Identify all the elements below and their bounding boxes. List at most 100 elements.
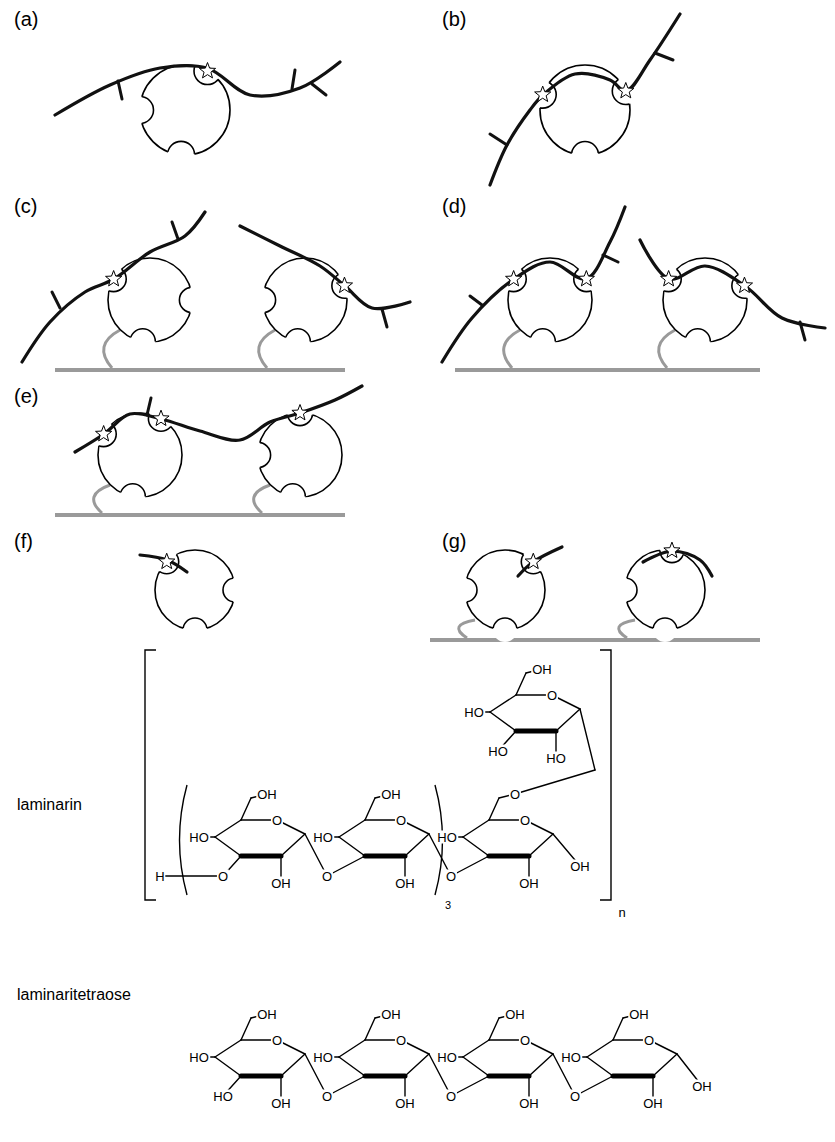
binding-cleft-cover [501,266,526,291]
protein-domain [656,258,757,354]
binding-site-star [96,426,112,441]
chain-branch [490,134,507,145]
chemical-bond [516,673,526,695]
chemical-bond [405,834,429,856]
atom-label: OH [256,788,278,801]
binding-cleft-cover [223,578,247,602]
atom-label: HO [312,831,334,844]
atom-label: OH [380,788,402,801]
protein-domain [245,400,342,509]
binding-cleft-cover [685,329,710,354]
panel-label: (f) [12,530,35,552]
chemical-bond [241,854,281,859]
binding-site-star [159,553,175,568]
glucan-chain [640,240,825,328]
binding-site-star [736,277,752,292]
chemical-bond [489,1074,529,1079]
binding-site-star [106,271,122,286]
binding-cleft-cover [245,442,270,467]
chemical-bond [515,770,595,794]
atom-label: O [217,870,229,883]
binding-cleft-cover [653,618,677,642]
chemical-bond [365,798,375,820]
chain-branch [147,398,151,415]
binding-cleft-cover [194,58,221,85]
atom-label: O [519,1034,531,1047]
protein-domain [155,550,247,642]
atom-label: O [445,870,457,883]
binding-site-star [578,271,594,286]
binding-cleft [453,578,477,602]
atom-label: O [271,1034,283,1047]
binding-cleft [280,484,305,509]
binding-cleft [572,142,599,169]
glucan-chain [490,14,680,185]
binding-cleft [653,618,677,642]
binding-cleft [285,329,310,354]
protein-domain [101,258,205,354]
binding-site-star [506,271,522,286]
panel-label: (e) [12,385,40,407]
binding-cleft-cover [250,287,275,312]
chain-branch [172,222,178,239]
atom-label: HO [545,752,567,765]
binding-cleft-cover [280,484,305,509]
linker [259,330,275,368]
atom-label: OH [380,1008,402,1021]
atom-label: O [643,1034,655,1047]
protein-domain [529,65,639,169]
glucan-chain [518,547,562,576]
atom-label: OH [531,663,553,676]
binding-cleft [127,97,154,124]
linker [459,620,475,638]
atom-label: HO [188,1051,210,1064]
chain-branch [470,296,482,305]
atom-label: O [395,1034,407,1047]
chemical-bond [653,1054,677,1076]
chemical-bond [613,1074,653,1079]
atom-label: H [154,870,165,883]
linker [619,620,635,638]
chemical-bond [215,1057,241,1076]
binding-site-star [525,553,541,568]
binding-cleft [287,400,312,425]
panel-label: (b) [440,8,468,30]
atom-label: OH [394,877,416,890]
binding-cleft-cover [613,578,637,602]
repeat-count: 3 [444,900,452,911]
protein-domain [453,550,545,642]
chemical-bond [463,837,489,856]
chemical-bond [529,1054,553,1076]
binding-site-star [153,410,169,425]
chemical-bond [339,820,365,837]
atom-label: HO [463,706,485,719]
chemical-bond [365,854,405,859]
atom-label: HO [312,1051,334,1064]
glucan-chain [643,551,712,576]
compound-name: laminarin [15,796,84,814]
repeat-bracket [180,785,188,895]
atom-label: O [509,788,521,801]
binding-cleft [101,266,126,291]
chemical-bond [587,1057,613,1076]
binding-cleft [250,287,275,312]
chemical-bond [215,820,241,837]
binding-cleft [245,442,270,467]
glucan-chain [240,226,410,309]
atom-label: OH [270,877,292,890]
chemical-bond [241,798,251,820]
binding-site-star [336,277,352,292]
binding-cleft-cover [148,406,173,431]
binding-site-star [618,82,634,97]
binding-cleft [155,550,179,574]
panel-label: (c) [12,195,39,217]
repeat-bracket [600,650,611,900]
binding-cleft-cover [155,550,179,574]
linker [104,330,120,368]
atom-label: O [445,1090,457,1103]
atom-label: O [321,1090,333,1103]
atom-label: OH [691,1080,713,1093]
chain-branch [118,81,122,99]
binding-cleft-cover [101,266,126,291]
linker [94,485,110,513]
